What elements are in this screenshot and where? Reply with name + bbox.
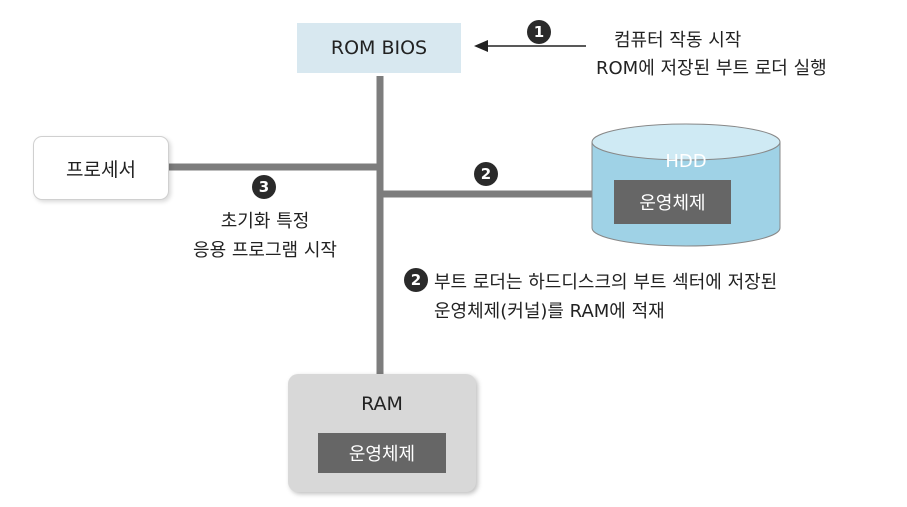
ram-label: RAM (361, 393, 403, 415)
processor-label: 프로세서 (66, 158, 136, 181)
step3-line1: 초기화 특정 (220, 211, 310, 232)
ram-os-label: 운영체제 (348, 444, 416, 465)
rom-bios-box: ROM BIOS (297, 23, 461, 73)
step2-line1: 부트 로더는 하드디스크의 부트 섹터에 저장된 (434, 272, 778, 293)
rom-bios-label: ROM BIOS (330, 37, 428, 59)
step3-line2: 응용 프로그램 시작 (193, 240, 337, 261)
step2-badge: 2 (404, 268, 428, 292)
hdd-label: HDD (665, 151, 707, 172)
step1-arrow-head (474, 40, 488, 52)
ram-os-box: 운영체제 (318, 433, 446, 473)
hdd-os-box: 운영체제 (614, 180, 731, 224)
step1-line1: 컴퓨터 작동 시작 (614, 30, 742, 51)
step3-badge: 3 (252, 175, 276, 199)
ram-box: RAM 운영체제 (288, 374, 476, 492)
step2-line2: 운영체제(커널)를 RAM에 적재 (434, 301, 665, 322)
step1-badge: 1 (527, 20, 551, 44)
processor-box: 프로세서 (33, 136, 169, 200)
step2-line-badge: 2 (474, 162, 498, 186)
step1-line2: ROM에 저장된 부트 로더 실행 (596, 58, 827, 79)
hdd-os-label: 운영체제 (639, 193, 706, 214)
